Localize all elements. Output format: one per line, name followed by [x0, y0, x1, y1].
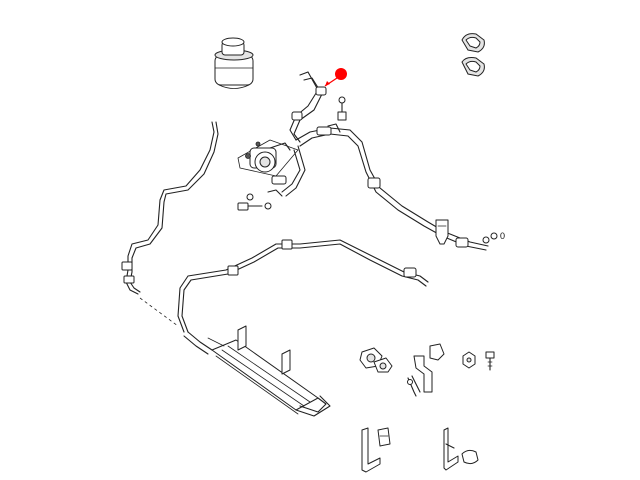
reservoir-tank[interactable]: [214, 37, 254, 89]
callout-marker[interactable]: [324, 68, 347, 87]
hose-bracket-right[interactable]: [435, 219, 498, 245]
pressure-hose[interactable]: [295, 126, 489, 251]
clamp-set-middle[interactable]: [359, 347, 393, 373]
pump-mount-bolts[interactable]: [237, 189, 283, 211]
hose-clamp-top[interactable]: [327, 96, 347, 133]
nut[interactable]: [462, 351, 476, 369]
pump-outlet-pipe[interactable]: [271, 145, 306, 197]
return-pipe-left[interactable]: [121, 121, 219, 295]
leader-line: [139, 297, 179, 327]
clip-label: 0: [500, 231, 505, 241]
clamp-set-top-right[interactable]: [461, 33, 485, 77]
callout-dot: [335, 68, 347, 80]
cooler-pipe[interactable]: [177, 239, 429, 333]
bracket-bottom-right[interactable]: [443, 427, 479, 471]
bracket-bottom-left[interactable]: [361, 427, 391, 473]
suction-hose[interactable]: [289, 71, 327, 143]
oil-cooler[interactable]: [183, 325, 331, 417]
mounting-bracket[interactable]: [407, 343, 445, 397]
bolt[interactable]: [485, 351, 495, 371]
power-steering-pump[interactable]: [237, 139, 299, 177]
